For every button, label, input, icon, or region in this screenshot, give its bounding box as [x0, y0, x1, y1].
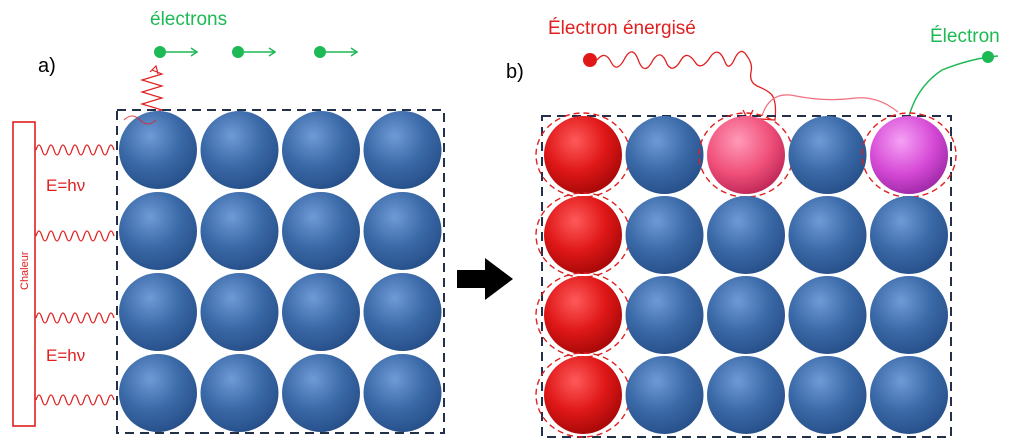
atom	[282, 192, 360, 270]
heat-label: Chaleur	[19, 251, 31, 290]
free-electrons	[154, 46, 359, 58]
free-electron	[232, 46, 277, 58]
right-arrow-icon	[457, 258, 513, 300]
atom	[200, 354, 279, 432]
atom-lattice-a	[119, 111, 442, 432]
panel-b-label: b)	[506, 61, 524, 83]
atom-lattice-b	[535, 112, 957, 438]
atom	[788, 356, 867, 434]
atom	[788, 276, 867, 354]
panel-a-label: a)	[38, 55, 56, 77]
free-electron	[154, 46, 199, 58]
vibration-halo	[861, 112, 957, 198]
atom	[788, 116, 867, 194]
energized-electron	[583, 53, 597, 67]
atom	[363, 273, 442, 351]
energized-electron-label: Électron énergisé	[548, 18, 696, 39]
heat-source-box	[12, 121, 36, 427]
panel-a: a) électrons Chaleur	[12, 9, 445, 434]
energy-label-bottom: E=hν	[46, 346, 85, 365]
atom	[788, 196, 867, 274]
atom	[282, 354, 360, 432]
atom	[282, 111, 360, 189]
atom	[200, 192, 279, 270]
atom	[870, 276, 948, 354]
electron-label: Électron	[930, 26, 1000, 47]
heat-waves	[35, 144, 115, 406]
electrons-label: électrons	[150, 9, 227, 30]
excited-atom	[707, 116, 785, 194]
energized-atom	[544, 116, 622, 194]
atom	[625, 356, 704, 434]
panel-b: b) Électron énergisé Électron	[506, 18, 1000, 438]
atom	[625, 116, 704, 194]
energized-atom	[544, 196, 622, 274]
atom	[119, 273, 197, 351]
energy-label-top: E=hν	[46, 176, 85, 195]
energized-atom	[544, 356, 622, 434]
free-electron	[314, 46, 359, 58]
atom	[625, 276, 704, 354]
atom	[707, 356, 785, 434]
emitted-electron	[982, 51, 994, 63]
ionized-atom	[870, 116, 948, 194]
energized-electron-path	[596, 50, 777, 121]
atom	[363, 111, 442, 189]
energized-atom	[544, 276, 622, 354]
atom	[870, 196, 948, 274]
atom	[363, 354, 442, 432]
electron-hop-path	[761, 94, 899, 117]
atom	[363, 192, 442, 270]
atom	[119, 111, 197, 189]
atom	[119, 354, 197, 432]
atom	[870, 356, 948, 434]
atom	[200, 111, 279, 189]
atom	[200, 273, 279, 351]
lattice-boundary-a	[116, 109, 445, 434]
atom	[625, 196, 704, 274]
emitted-electron-path	[905, 55, 999, 131]
atom	[707, 276, 785, 354]
atom	[282, 273, 360, 351]
lattice-boundary-b	[541, 115, 952, 438]
atom	[707, 196, 785, 274]
atom	[119, 192, 197, 270]
